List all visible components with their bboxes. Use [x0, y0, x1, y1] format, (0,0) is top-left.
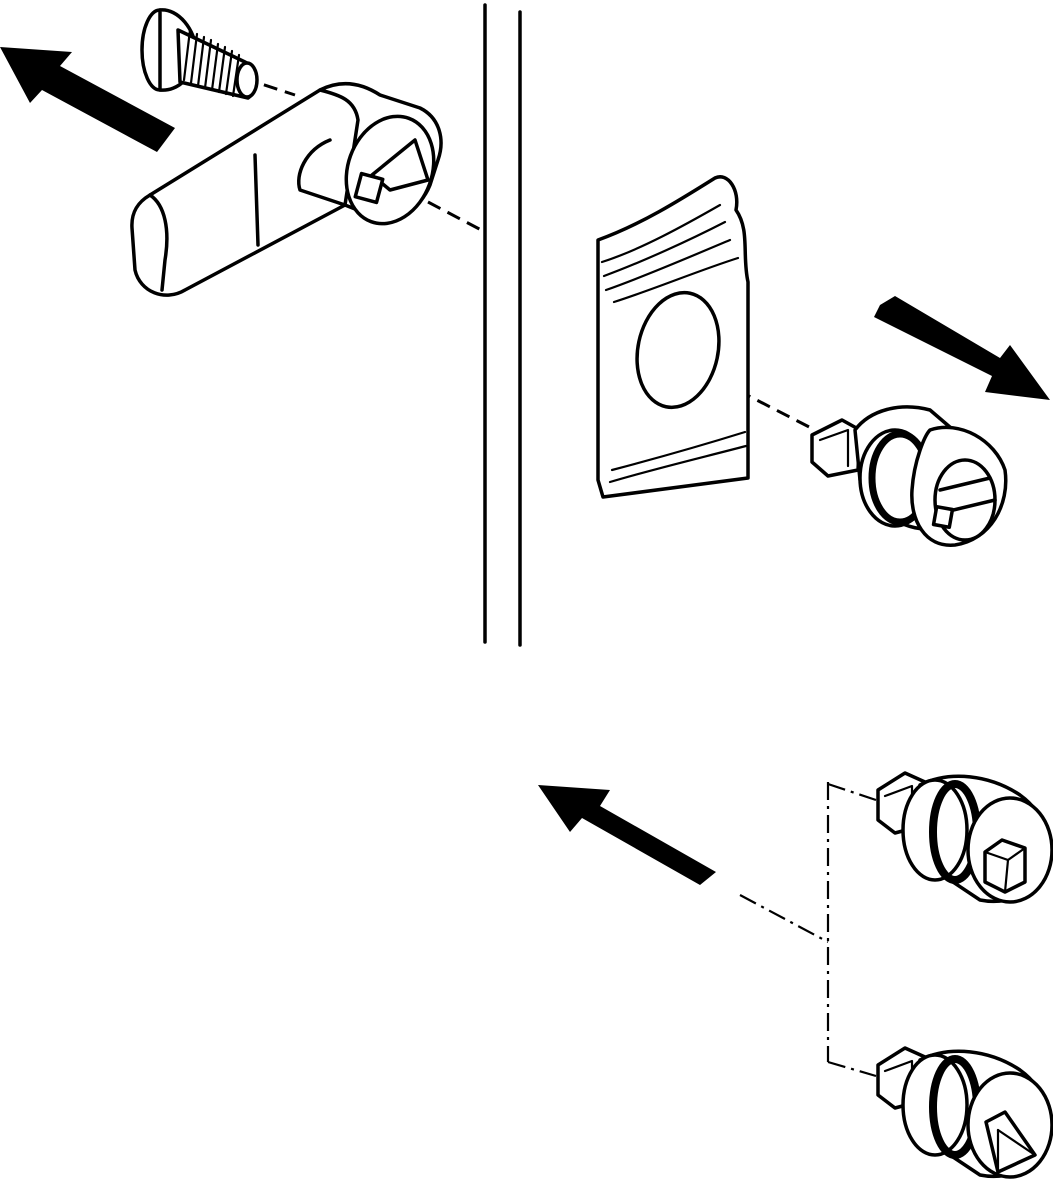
screw [140, 8, 259, 100]
plate-ribs-bottom [608, 430, 748, 484]
plate-ribs-top [600, 203, 740, 304]
arrow-right [874, 296, 1050, 400]
cam-lever [130, 81, 443, 297]
assembly-axis-lines [242, 76, 877, 1078]
lock-insert-slotted [810, 405, 1008, 547]
sealing-plate [596, 175, 750, 499]
lock-insert-square [876, 771, 1053, 904]
panel-wall [483, 3, 522, 647]
lock-insert-triangle [876, 1046, 1053, 1179]
arrow-lower [538, 785, 716, 885]
arrow-upper-left [0, 47, 175, 152]
